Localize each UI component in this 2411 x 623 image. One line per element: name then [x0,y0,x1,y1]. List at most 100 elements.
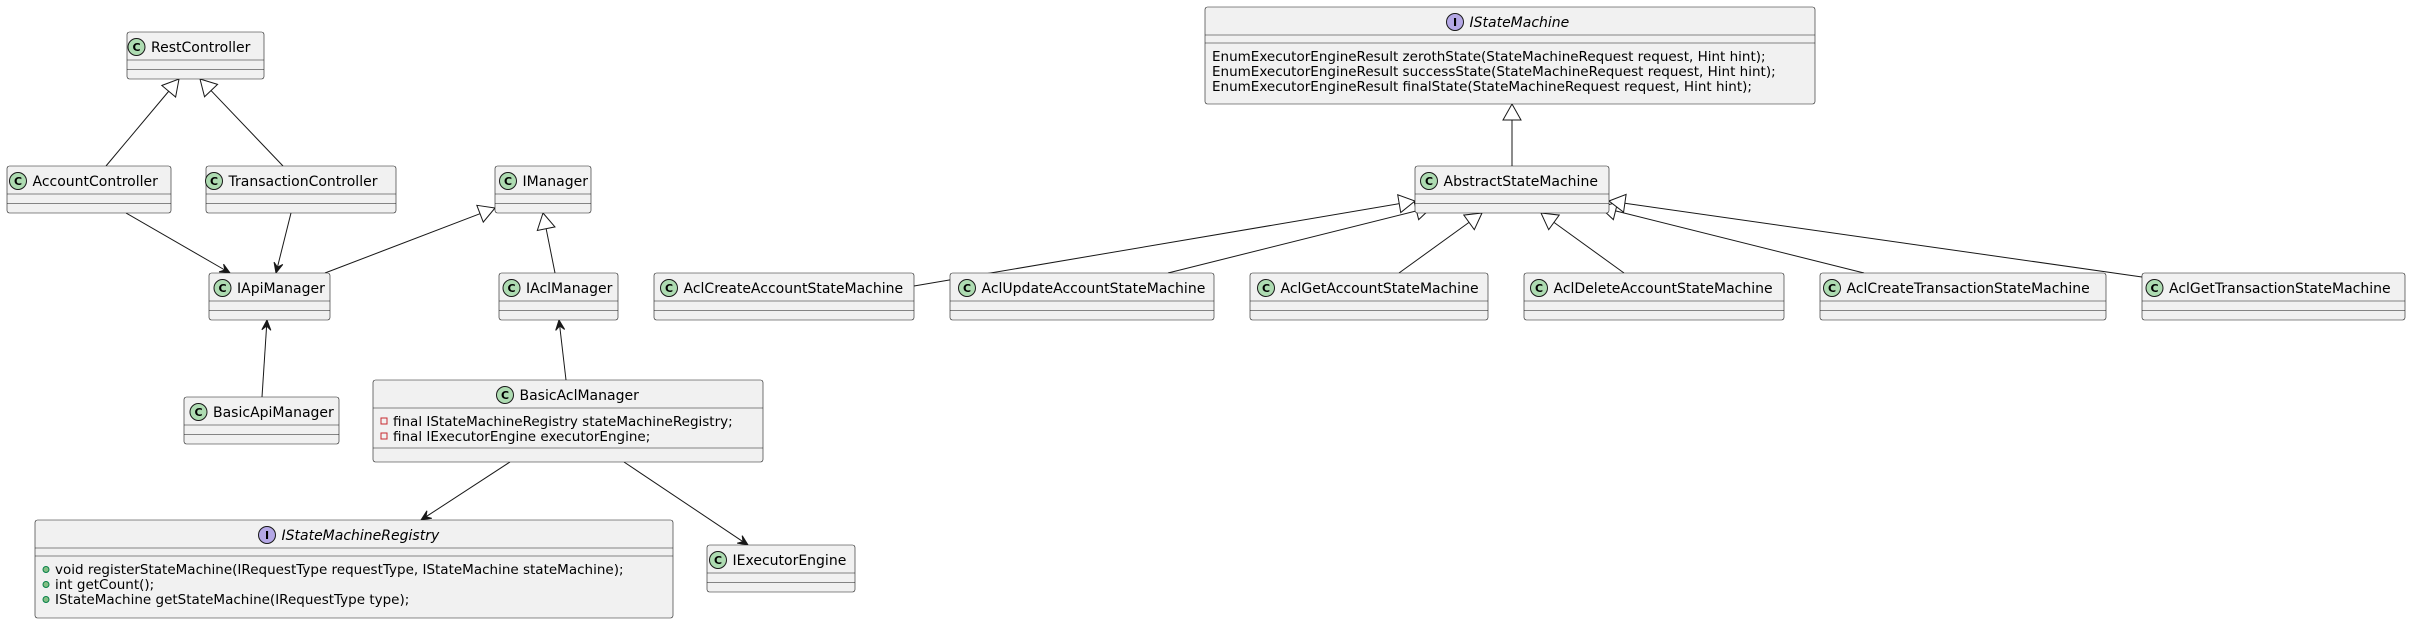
i-state-machine-registry-class-box[interactable]: I IStateMachineRegistry void registerState… [34,519,674,619]
edge-line [545,228,556,274]
edge-line [1624,202,2143,278]
class-box-outline [205,165,397,214]
class-name: IApiManager [237,281,325,297]
class-badge-icon [502,279,521,297]
badge-letter: C [665,282,673,295]
badge-letter: C [14,175,22,188]
association-arrowhead [555,318,566,331]
badge-letter: C [507,282,515,295]
public-visibility-icon [42,596,50,603]
private-visibility-icon [380,417,388,425]
badge-letter: I [265,529,269,542]
badge-letter: C [714,554,722,567]
inheritance-arrowhead [1502,102,1522,121]
class-name: AbstractStateMachine [1444,174,1598,190]
class-name: IAclManager [526,281,613,297]
class-badge-icon [1530,279,1548,297]
inheritance-edge-i-acl-manager-to-i-manager [536,211,556,274]
inheritance-arrowhead [199,78,219,98]
edge-line [425,461,511,518]
association-edge-account-controller-to-i-api-manager [125,212,232,274]
class-box-outline [706,544,856,593]
class-box-outline [372,379,764,463]
inheritance-edge-acl-create-account-state-machine-to-abstract-state-machine [913,194,1417,287]
edge-line [1553,221,1625,274]
badge-letter: I [1453,16,1457,29]
class-field: final IExecutorEngine executorEngine; [393,429,650,445]
class-badge-icon [958,279,976,297]
edge-line [913,203,1400,287]
public-visibility-icon [42,581,50,588]
i-acl-manager-class-box[interactable]: C IAclManager [498,272,619,321]
inheritance-edge-acl-create-transaction-state-machine-to-abstract-state-machine [1599,201,1865,274]
class-box-outline [1414,165,1610,214]
class-method: EnumExecutorEngineResult finalState(Stat… [1212,79,1752,95]
public-visibility-icon [42,566,50,573]
class-name: AclUpdateAccountStateMachine [982,281,1206,297]
class-name: TransactionController [228,174,378,190]
edge-line [276,212,292,268]
edge-line [1167,210,1417,274]
association-edge-basic-api-manager-to-i-api-manager [261,318,272,398]
edge-line [125,212,226,271]
association-arrowhead [419,510,432,521]
inheritance-edge-acl-delete-account-state-machine-to-abstract-state-machine [1540,212,1625,274]
inheritance-edge-account-controller-to-rest-controller [105,78,180,167]
inheritance-edge-acl-get-account-state-machine-to-abstract-state-machine [1398,212,1483,274]
class-name: AclDeleteAccountStateMachine [1554,281,1773,297]
inheritance-edge-acl-update-account-state-machine-to-abstract-state-machine [1167,201,1433,274]
edge-line [105,90,170,167]
class-name: RestController [151,40,251,56]
class-name: AclGetTransactionStateMachine [2169,281,2391,297]
edge-line [210,90,284,167]
class-badge-icon [1257,279,1275,297]
interface-badge-icon [258,526,276,544]
inheritance-arrowhead [1540,212,1561,231]
acl-get-transaction-state-machine-class-box[interactable]: C AclGetTransactionStateMachine [2141,272,2406,321]
class-box-outline [208,272,331,321]
association-edge-basic-acl-manager-to-i-state-machine-registry [419,461,511,521]
interface-badge-icon [1446,13,1464,31]
abstract-state-machine-class-box[interactable]: C AbstractStateMachine [1414,165,1610,214]
class-box-outline [183,396,340,445]
class-name: IManager [523,174,589,190]
class-field: final IStateMachineRegistry stateMachine… [393,414,733,430]
inheritance-arrowhead [476,204,496,224]
inheritance-edge-transaction-controller-to-rest-controller [199,78,284,167]
badge-letter: C [132,41,140,54]
edge-line [324,213,481,274]
class-method: void registerStateMachine(IRequestType r… [55,562,624,578]
class-box-outline [34,519,674,619]
association-edge-basic-acl-manager-to-i-executor-engine [623,461,750,546]
class-badge-icon [1420,172,1438,190]
class-badge-icon [1823,279,1841,297]
class-box-outline [653,272,915,321]
class-badge-icon [2145,279,2164,297]
badge-letter: C [1425,175,1433,188]
class-name: BasicApiManager [213,405,334,421]
inheritance-edge-acl-get-transaction-state-machine-to-abstract-state-machine [1607,193,2143,278]
class-box-outline [1819,272,2107,321]
badge-letter: C [2150,282,2158,295]
class-box-outline [949,272,1215,321]
class-box-outline [1249,272,1489,321]
rest-controller-class-box[interactable]: C RestController [126,31,265,80]
inheritance-arrowhead [536,211,556,232]
inheritance-arrowhead [160,78,180,98]
class-name: IStateMachineRegistry [282,528,440,544]
